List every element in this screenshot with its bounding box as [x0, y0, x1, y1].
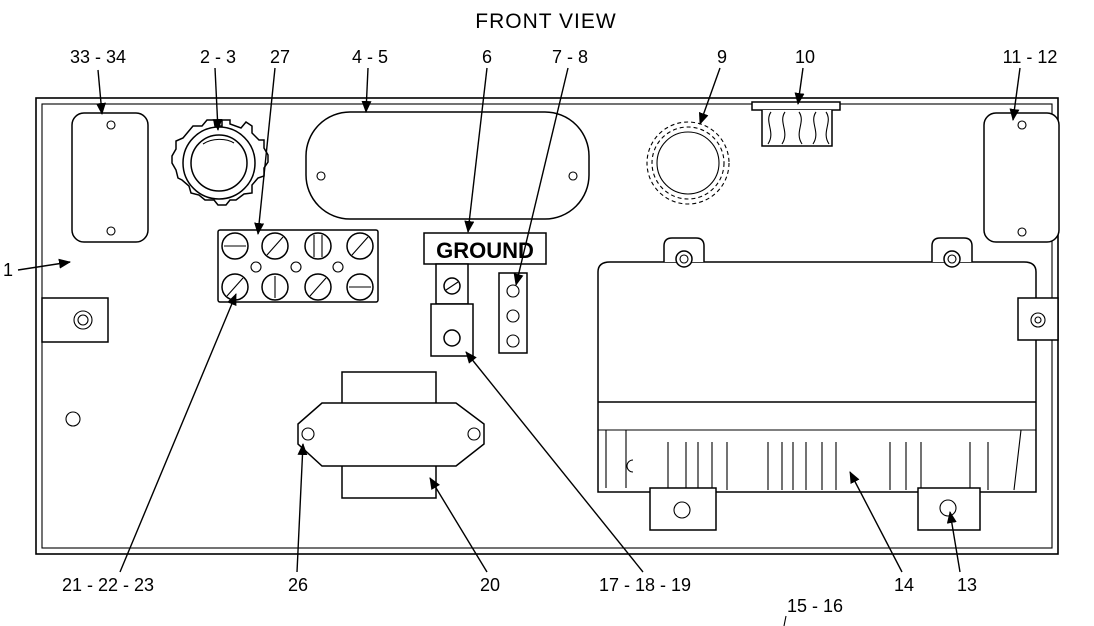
callout-17-18-19: 17 - 18 - 19 — [599, 575, 691, 595]
conduit-connector — [171, 119, 269, 206]
callout-11-12: 11 - 12 — [1003, 47, 1058, 67]
callout-9: 9 — [717, 47, 727, 67]
transformer — [297, 371, 485, 499]
knockout-circle — [646, 121, 730, 205]
cover-plate-right — [983, 112, 1060, 243]
callout-4-5: 4 - 5 — [352, 47, 388, 67]
terminal-screws — [221, 232, 374, 301]
callout-6: 6 — [482, 47, 492, 67]
left-mount-bracket — [41, 297, 109, 343]
leader-lines — [17, 67, 1021, 626]
callout-33-34: 33 - 34 — [70, 47, 126, 67]
callout-2-3: 2 - 3 — [200, 47, 236, 67]
ground-label-box: GROUND — [423, 232, 547, 265]
callout-26: 26 — [288, 575, 308, 595]
callout-27: 27 — [270, 47, 290, 67]
diagram-title: FRONT VIEW — [475, 10, 616, 33]
callout-13: 13 — [957, 575, 977, 595]
cover-plate-left — [71, 112, 149, 243]
callout-7-8: 7 - 8 — [552, 47, 588, 67]
fuse-clip — [751, 101, 841, 147]
oblong-cover-plate — [305, 111, 590, 220]
ground-lug — [430, 263, 474, 357]
callout-labels: 1 33 - 34 2 - 3 27 4 - 5 6 7 - 8 9 10 11… — [3, 47, 1057, 616]
mounting-hole — [65, 411, 81, 427]
ground-label: GROUND — [436, 238, 534, 263]
terminal-block — [217, 229, 379, 303]
callout-21-22-23: 21 - 22 - 23 — [62, 575, 154, 595]
callout-14: 14 — [894, 575, 914, 595]
control-module — [597, 237, 1059, 531]
callout-20: 20 — [480, 575, 500, 595]
ground-bar-strip — [498, 272, 528, 354]
callout-1: 1 — [3, 260, 13, 280]
callout-15-16: 15 - 16 — [787, 596, 843, 616]
callout-10: 10 — [795, 47, 815, 67]
